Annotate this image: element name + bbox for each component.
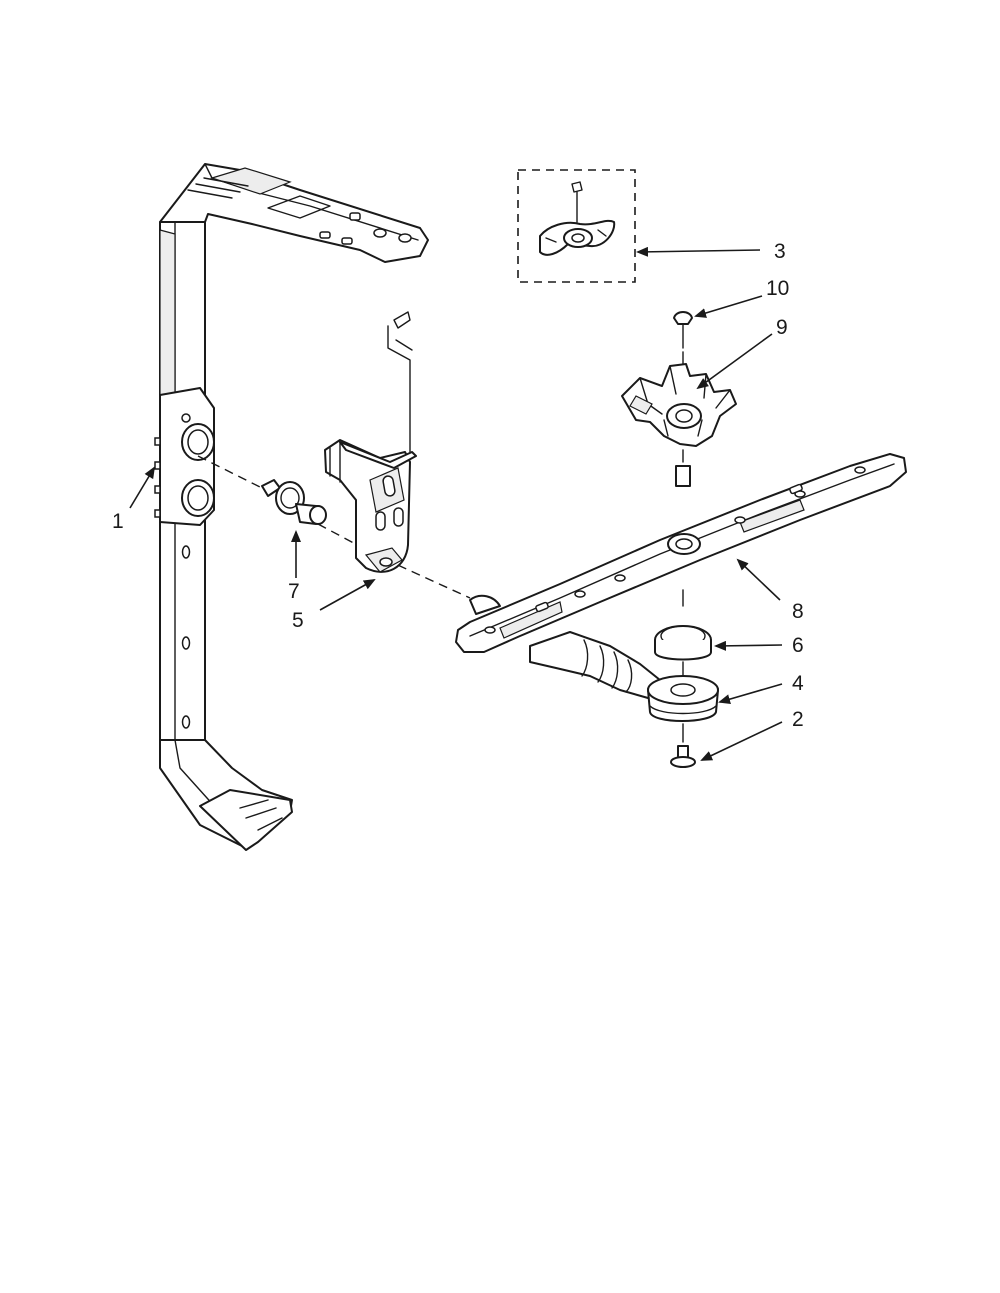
callout-4: 4 bbox=[792, 672, 804, 695]
callout-8: 8 bbox=[792, 600, 804, 623]
callout-10: 10 bbox=[766, 277, 789, 300]
part-2-screw bbox=[670, 745, 696, 768]
part-6-seal bbox=[654, 625, 712, 677]
leader-lines bbox=[129, 246, 783, 761]
callout-9: 9 bbox=[776, 316, 788, 339]
part-5-bracket bbox=[324, 311, 417, 573]
part-1-supply-tube bbox=[154, 163, 429, 851]
callout-7: 7 bbox=[288, 580, 300, 603]
callout-6: 6 bbox=[792, 634, 804, 657]
callout-1: 1 bbox=[112, 510, 124, 533]
callout-3: 3 bbox=[774, 240, 786, 263]
callout-5: 5 bbox=[292, 609, 304, 632]
part-9-spray-arm-mount bbox=[621, 363, 737, 487]
part-10-screw bbox=[673, 311, 693, 369]
assembly-path-line bbox=[197, 455, 263, 489]
part-3-inset bbox=[517, 169, 636, 283]
part-8-lower-spray-arm bbox=[455, 453, 907, 653]
callout-2: 2 bbox=[792, 708, 804, 731]
callout-labels: 1 7 5 3 10 9 8 6 4 2 bbox=[112, 240, 804, 731]
part-4-manifold bbox=[647, 675, 719, 743]
part-7-connector bbox=[261, 479, 327, 525]
